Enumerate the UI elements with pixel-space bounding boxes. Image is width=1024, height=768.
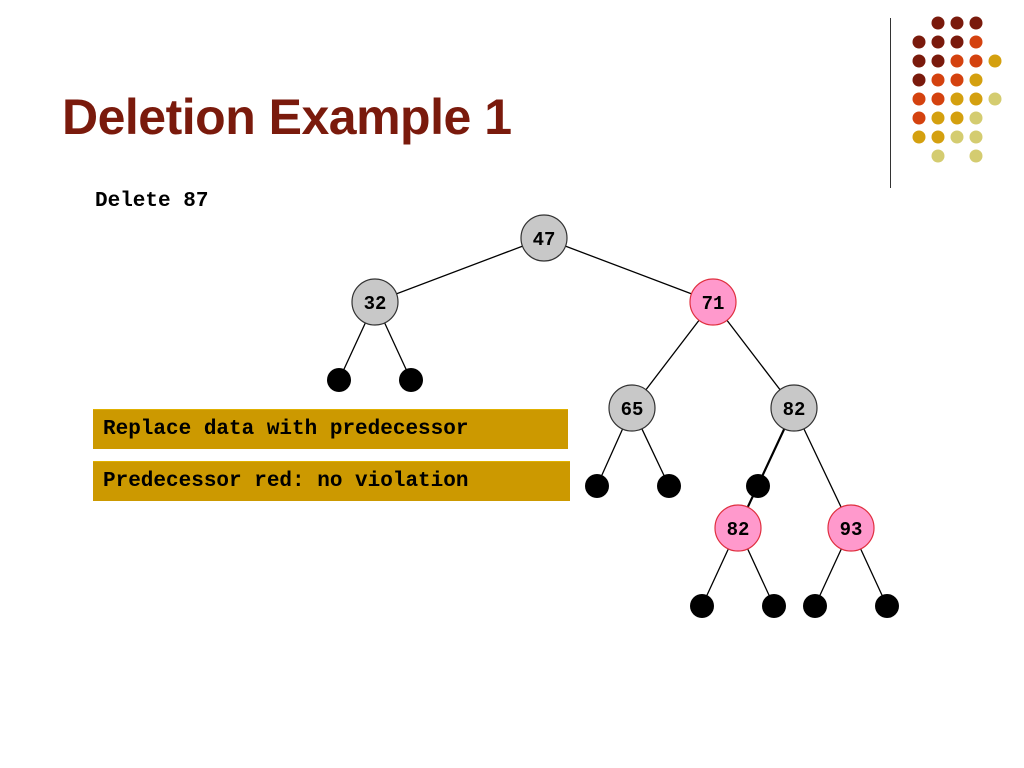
nil-leaf-l1 [327, 368, 351, 392]
nil-leaf-l4 [657, 474, 681, 498]
tree-node-label: 93 [840, 519, 863, 541]
nil-leaf-l5 [746, 474, 770, 498]
nil-leaf-l8 [803, 594, 827, 618]
tree-node-circle [714, 504, 762, 552]
decorative-dot [931, 111, 945, 125]
tree-node-n82a: 82 [770, 384, 818, 432]
decorative-dot [931, 130, 945, 144]
slide-subtitle: Delete 87 [95, 190, 209, 213]
tree-node-circle [608, 384, 656, 432]
callout-replace-predecessor: Replace data with predecessor [93, 409, 568, 449]
tree-node-label: 82 [783, 399, 806, 421]
decorative-dot [931, 73, 945, 87]
decorative-dot [912, 35, 926, 49]
tree-node-label: 47 [533, 229, 556, 251]
decorative-dot [950, 73, 964, 87]
tree-node-circle [770, 384, 818, 432]
decorative-dot [912, 111, 926, 125]
tree-node-n82b: 82 [714, 504, 762, 552]
decorative-dot [931, 92, 945, 106]
nil-leaf-l7 [762, 594, 786, 618]
decorative-dot [950, 111, 964, 125]
decorative-dot [969, 130, 983, 144]
tree-node-label: 65 [621, 399, 644, 421]
decorative-dot [950, 54, 964, 68]
decorative-dot [950, 130, 964, 144]
decorative-dot-grid [912, 16, 1002, 163]
tree-edge-n47-n32 [374, 237, 545, 303]
decorative-dot [931, 16, 945, 30]
tree-node-n71: 71 [689, 278, 737, 326]
tree-node-circle [689, 278, 737, 326]
decorative-dot [912, 73, 926, 87]
decorative-dot [950, 16, 964, 30]
decorative-dot [950, 35, 964, 49]
tree-node-circle [520, 214, 568, 262]
tree-edge-n47-n71 [543, 237, 714, 303]
decorative-divider [890, 18, 891, 188]
slide-title: Deletion Example 1 [62, 89, 512, 145]
decorative-dot [931, 149, 945, 163]
decorative-dot [969, 73, 983, 87]
tree-node-circle [351, 278, 399, 326]
decorative-dot [931, 35, 945, 49]
decorative-dot [931, 54, 945, 68]
nil-leaf-l3 [585, 474, 609, 498]
decorative-dot [969, 54, 983, 68]
tree-node-n32: 32 [351, 278, 399, 326]
decorative-dot [969, 92, 983, 106]
tree-node-label: 82 [727, 519, 750, 541]
decorative-dot [988, 54, 1002, 68]
tree-node-label: 32 [364, 293, 387, 315]
callout-no-violation: Predecessor red: no violation [93, 461, 570, 501]
decorative-dot [912, 54, 926, 68]
decorative-dot [988, 92, 1002, 106]
tree-node-n65: 65 [608, 384, 656, 432]
tree-node-n93: 93 [827, 504, 875, 552]
decorative-dot [969, 16, 983, 30]
tree-node-n47: 47 [520, 214, 568, 262]
decorative-dot [912, 92, 926, 106]
decorative-dot [969, 149, 983, 163]
decorative-dot [950, 92, 964, 106]
decorative-dot [912, 130, 926, 144]
tree-node-circle [827, 504, 875, 552]
nil-leaf-l9 [875, 594, 899, 618]
nil-leaf-l6 [690, 594, 714, 618]
tree-node-label: 71 [702, 293, 725, 315]
decorative-dot [969, 35, 983, 49]
decorative-dot [969, 111, 983, 125]
nil-leaf-l2 [399, 368, 423, 392]
